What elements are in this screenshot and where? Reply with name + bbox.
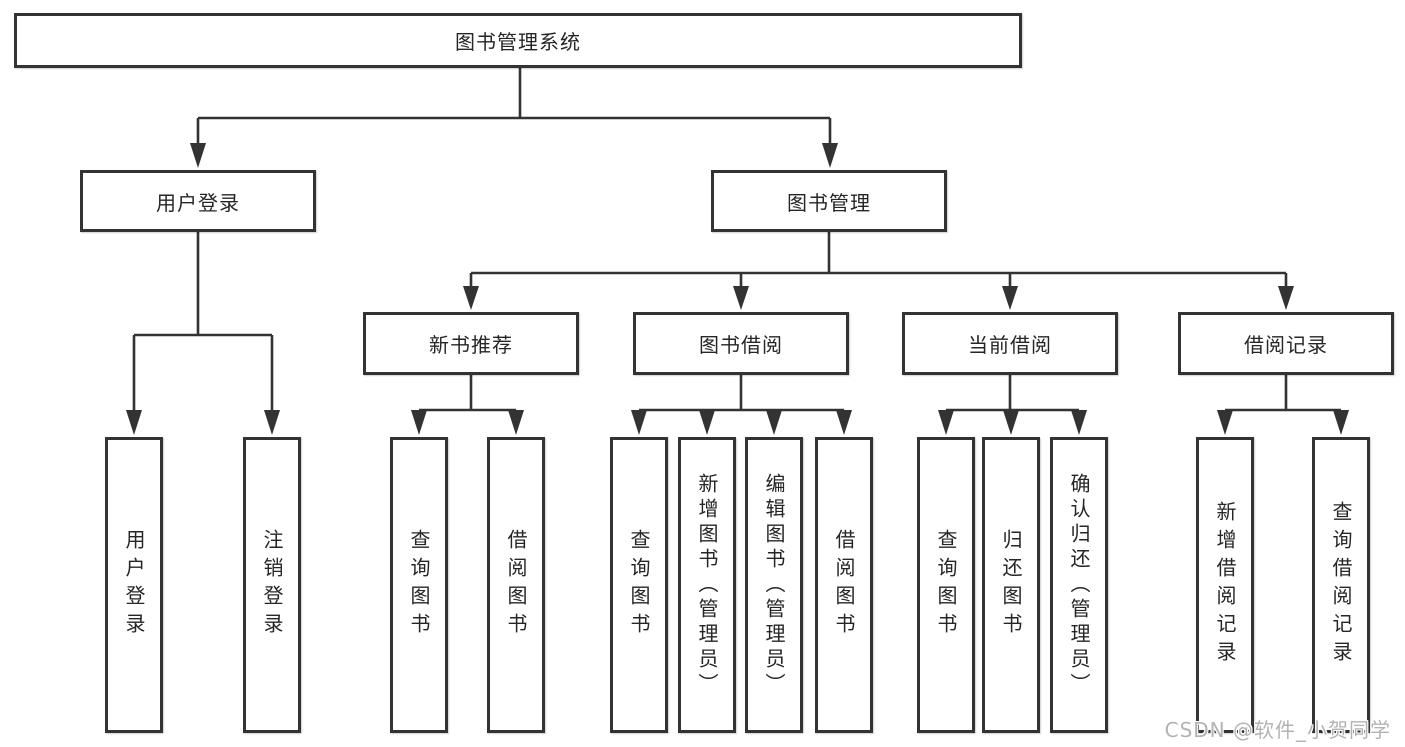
node-label: 借阅图书 [832,529,856,641]
node-query-books-recommend: 查询图书 [390,437,448,733]
node-return-books: 归还图书 [982,437,1040,733]
arrowhead-icons [126,143,1349,435]
node-query-borrow-record: 查询借阅记录 [1312,437,1370,733]
node-label: 查询图书 [407,529,431,641]
node-book-borrowing: 图书借阅 [633,312,849,375]
node-add-borrow-record: 新增借阅记录 [1196,437,1254,733]
node-label: 查询借阅记录 [1329,501,1353,669]
node-label: 归还图书 [999,529,1023,641]
node-label: 查询图书 [627,529,651,641]
node-query-books-borrow: 查询图书 [610,437,668,733]
node-borrowing-records: 借阅记录 [1178,312,1394,375]
node-borrow-books-recommend: 借阅图书 [487,437,545,733]
node-query-books-current: 查询图书 [917,437,975,733]
node-label: 当前借阅 [968,333,1052,357]
node-label: 图书管理系统 [455,30,581,54]
node-label: 编辑图书（管理员） [762,472,786,698]
node-library-management-system: 图书管理系统 [14,13,1022,68]
node-user-login: 用户登录 [80,170,316,232]
node-label: 新书推荐 [429,333,513,357]
node-label: 新增图书（管理员） [695,472,719,698]
node-book-management: 图书管理 [711,170,947,232]
node-current-borrowing: 当前借阅 [902,312,1118,375]
node-label: 借阅图书 [504,529,528,641]
node-logout-action: 注销登录 [243,437,301,733]
node-label: 新增借阅记录 [1213,501,1237,669]
csdn-watermark: CSDN @软件_小贺同学 [1164,718,1391,742]
node-borrow-books-action: 借阅图书 [815,437,873,733]
node-label: 用户登录 [156,190,240,215]
node-label: 确认归还（管理员） [1067,472,1091,698]
node-label: 图书借阅 [699,333,783,357]
node-label: 图书管理 [787,190,871,215]
node-label: 注销登录 [260,529,284,641]
node-edit-book-admin: 编辑图书（管理员） [745,437,803,733]
node-confirm-return-admin: 确认归还（管理员） [1050,437,1108,733]
node-add-book-admin: 新增图书（管理员） [678,437,736,733]
node-label: 查询图书 [934,529,958,641]
node-label: 用户登录 [122,529,146,641]
node-new-book-recommendation: 新书推荐 [363,312,579,375]
node-label: 借阅记录 [1244,333,1328,357]
node-user-login-action: 用户登录 [105,437,163,733]
